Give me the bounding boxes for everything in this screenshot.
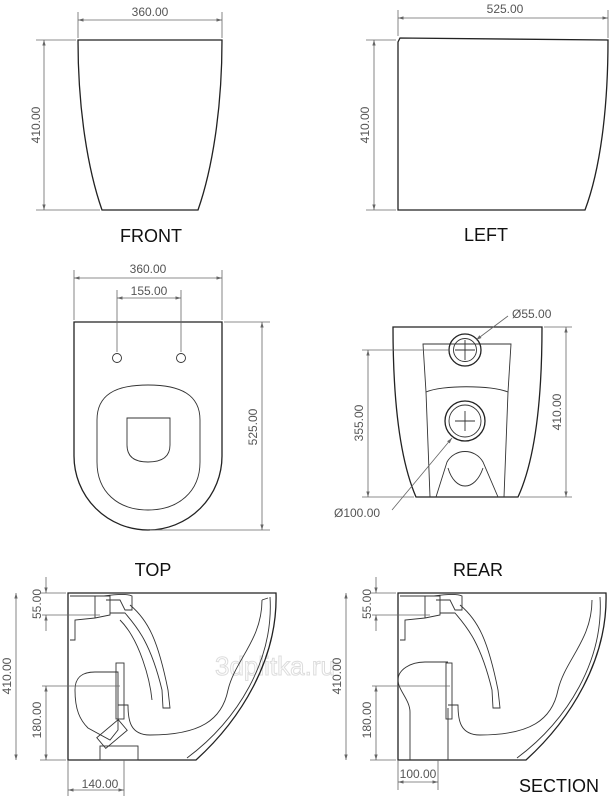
left-height-dim: 410.00 (358, 106, 372, 143)
top-width-dim: 360.00 (130, 262, 167, 276)
section-left-outlet-height-dim: 180.00 (30, 701, 44, 738)
left-view: 525.00 410.00 LEFT (358, 2, 609, 245)
section-left-rim-dim: 55.00 (30, 589, 44, 619)
section-left-height-dim: 410.00 (0, 657, 14, 694)
section-view-right: 55.00 410.00 180.00 100.00 SECTION (330, 577, 607, 796)
rear-outlet-diameter-dim: Ø100.00 (334, 506, 380, 520)
front-height-dim: 410.00 (29, 106, 43, 143)
section-label: SECTION (519, 776, 599, 796)
section-left-outlet-distance-dim: 140.00 (82, 777, 119, 791)
left-depth-dim: 525.00 (487, 2, 524, 16)
left-label: LEFT (464, 225, 508, 245)
section-right-outlet-height-dim: 180.00 (360, 701, 374, 738)
watermark: 3dplitka.ru (215, 651, 335, 681)
rear-height-dim: 410.00 (550, 393, 564, 430)
front-label: FRONT (120, 226, 182, 246)
top-hole-spacing-dim: 155.00 (131, 284, 168, 298)
rear-inlet-height-dim: 355.00 (352, 404, 366, 441)
top-depth-dim: 525.00 (246, 408, 260, 445)
front-width-dim: 360.00 (132, 5, 169, 19)
section-right-height-dim: 410.00 (330, 657, 344, 694)
rear-label: REAR (453, 560, 503, 580)
section-right-rim-dim: 55.00 (360, 589, 374, 619)
front-view: 360.00 410.00 FRONT (29, 5, 223, 246)
top-view: 360.00 155.00 525.00 TOP (73, 262, 270, 580)
rear-inlet-diameter-dim: Ø55.00 (512, 307, 552, 321)
rear-view: Ø55.00 Ø100.00 355.00 410.00 REAR (334, 307, 572, 580)
section-right-outlet-distance-dim: 100.00 (400, 767, 437, 781)
section-view-left: 55.00 410.00 180.00 140.00 (0, 577, 277, 796)
top-label: TOP (135, 560, 172, 580)
